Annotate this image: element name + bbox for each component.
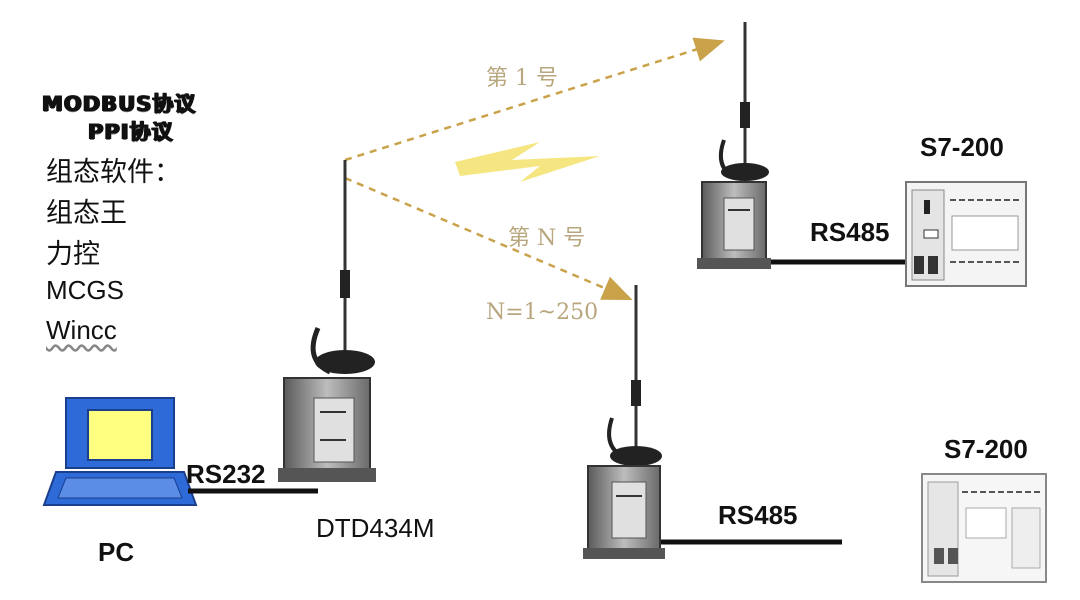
wireless-first-label: 第 1 号: [486, 66, 558, 91]
dtd434m-device: [278, 160, 376, 482]
lightning-icon: [455, 142, 600, 182]
software-item: 组态王: [46, 198, 127, 229]
rs232-label: RS232: [186, 459, 266, 489]
dtd434m-label: DTD434M: [316, 513, 435, 543]
rs485-label-2: RS485: [718, 500, 798, 530]
wireless-nth-label: 第 N 号: [508, 226, 586, 251]
wireless-range-label: N=1~250: [486, 300, 599, 325]
node-1-device: [697, 22, 771, 269]
protocol-modbus: MODBUS协议: [42, 92, 197, 116]
wireless-path-first: [344, 37, 725, 162]
rs485-label-1: RS485: [810, 217, 890, 247]
plc-1-label: S7-200: [920, 132, 1004, 162]
protocol-ppi: PPI协议: [88, 120, 174, 144]
plc-2-label: S7-200: [944, 434, 1028, 464]
plc-1-device: [905, 181, 1027, 287]
wireless-path-nth: [344, 176, 633, 300]
laptop-icon: [42, 397, 198, 506]
software-heading: 组态软件：: [46, 157, 181, 188]
pc-label: PC: [98, 537, 135, 567]
software-item: MCGS: [46, 275, 124, 305]
software-item: 力控: [46, 239, 100, 270]
node-2-device: [583, 285, 665, 559]
plc-2-device: [921, 473, 1047, 583]
software-item: Wincc: [46, 315, 117, 345]
